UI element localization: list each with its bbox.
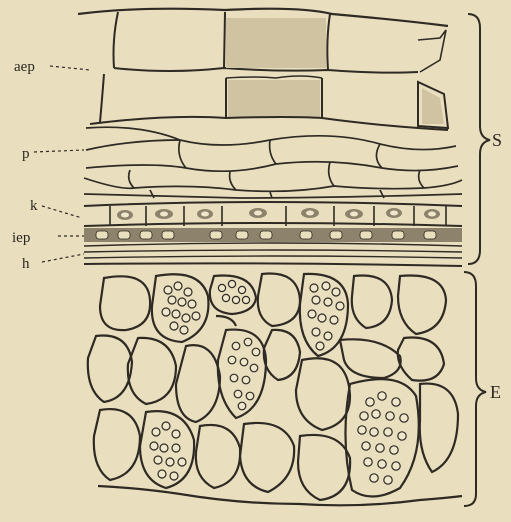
hyaline-h-layer (84, 243, 462, 266)
endodermis-k-layer (84, 202, 462, 226)
label-aep: aep (14, 59, 35, 75)
label-k: k (30, 198, 38, 214)
shaded-cell (228, 80, 320, 118)
label-p: p (22, 146, 30, 162)
label-h: h (22, 256, 30, 272)
label-iep: iep (12, 230, 30, 246)
starch-grains (150, 280, 408, 484)
leader-lines (34, 66, 90, 262)
inner-tissue-cells (88, 274, 462, 506)
label-region-s: S (492, 130, 502, 150)
outer-epidermis (78, 9, 448, 130)
brace-upper (468, 14, 490, 264)
shaded-cell (226, 18, 326, 68)
brace-lower (464, 272, 486, 506)
label-region-e: E (490, 382, 501, 402)
inner-epidermis-iep-layer (84, 228, 462, 242)
parenchyma-layer (84, 127, 462, 198)
